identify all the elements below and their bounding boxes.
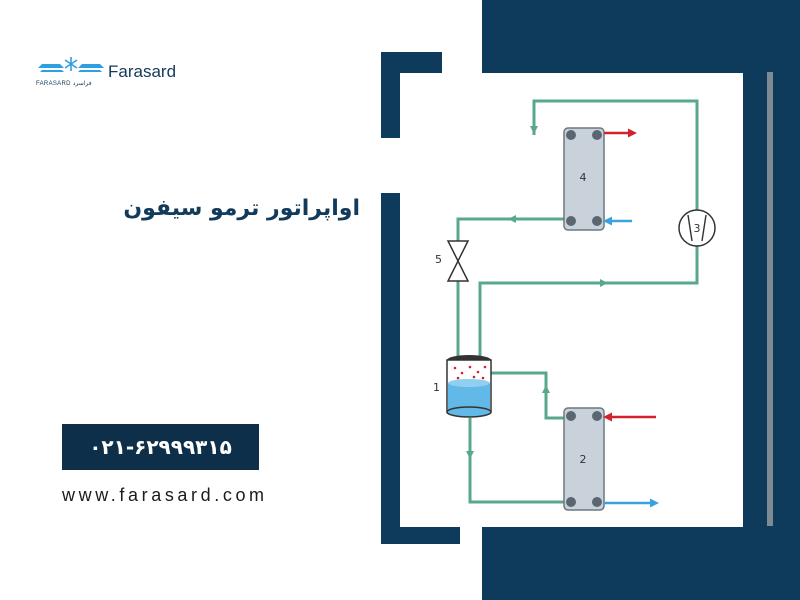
brand-sub-label: FARASARD فراسرد bbox=[36, 81, 92, 87]
pipe-tank-to-hx2-bottom bbox=[468, 418, 566, 504]
pipe-return-to-compressor bbox=[478, 245, 699, 359]
website-link[interactable]: www.farasard.com bbox=[62, 485, 268, 505]
phone-badge[interactable]: ۰۲۱-۶۲۹۹۹۳۱۵ bbox=[62, 424, 259, 470]
page-title: اواپراتور ترمو سیفون bbox=[123, 196, 360, 221]
decorative-stripe bbox=[767, 72, 773, 526]
refrigerant-pipes bbox=[456, 99, 699, 504]
receiver-tank: 1 bbox=[433, 355, 492, 418]
snowflake-wings-icon bbox=[38, 57, 104, 72]
diagram-panel: 4 3 5 1 bbox=[400, 73, 743, 527]
component-label-5: 5 bbox=[435, 253, 442, 266]
component-label-2: 2 bbox=[580, 453, 587, 466]
flow-arrows bbox=[456, 125, 608, 459]
brand-logo[interactable]: Farasard FARASARD فراسرد bbox=[36, 54, 196, 94]
component-label-4: 4 bbox=[580, 171, 587, 184]
component-label-3: 3 bbox=[694, 222, 701, 235]
component-label-1: 1 bbox=[433, 381, 440, 394]
expansion-valve: 5 bbox=[435, 240, 470, 282]
hx2: 2 bbox=[563, 407, 605, 511]
pipe-hx4-to-valve bbox=[456, 217, 566, 241]
pipe-compressor-to-hx4 bbox=[532, 99, 699, 211]
pipe-tank-to-hx2-top bbox=[490, 371, 564, 420]
hx4-plate bbox=[563, 127, 605, 231]
brand-name: Farasard bbox=[108, 62, 177, 81]
compressor: 3 bbox=[678, 209, 716, 247]
thermosiphon-diagram: 4 3 5 1 bbox=[433, 99, 716, 511]
hx2-plate bbox=[563, 407, 605, 511]
phone-number: ۰۲۱-۶۲۹۹۹۳۱۵ bbox=[89, 435, 232, 459]
hx4: 4 bbox=[563, 127, 605, 231]
